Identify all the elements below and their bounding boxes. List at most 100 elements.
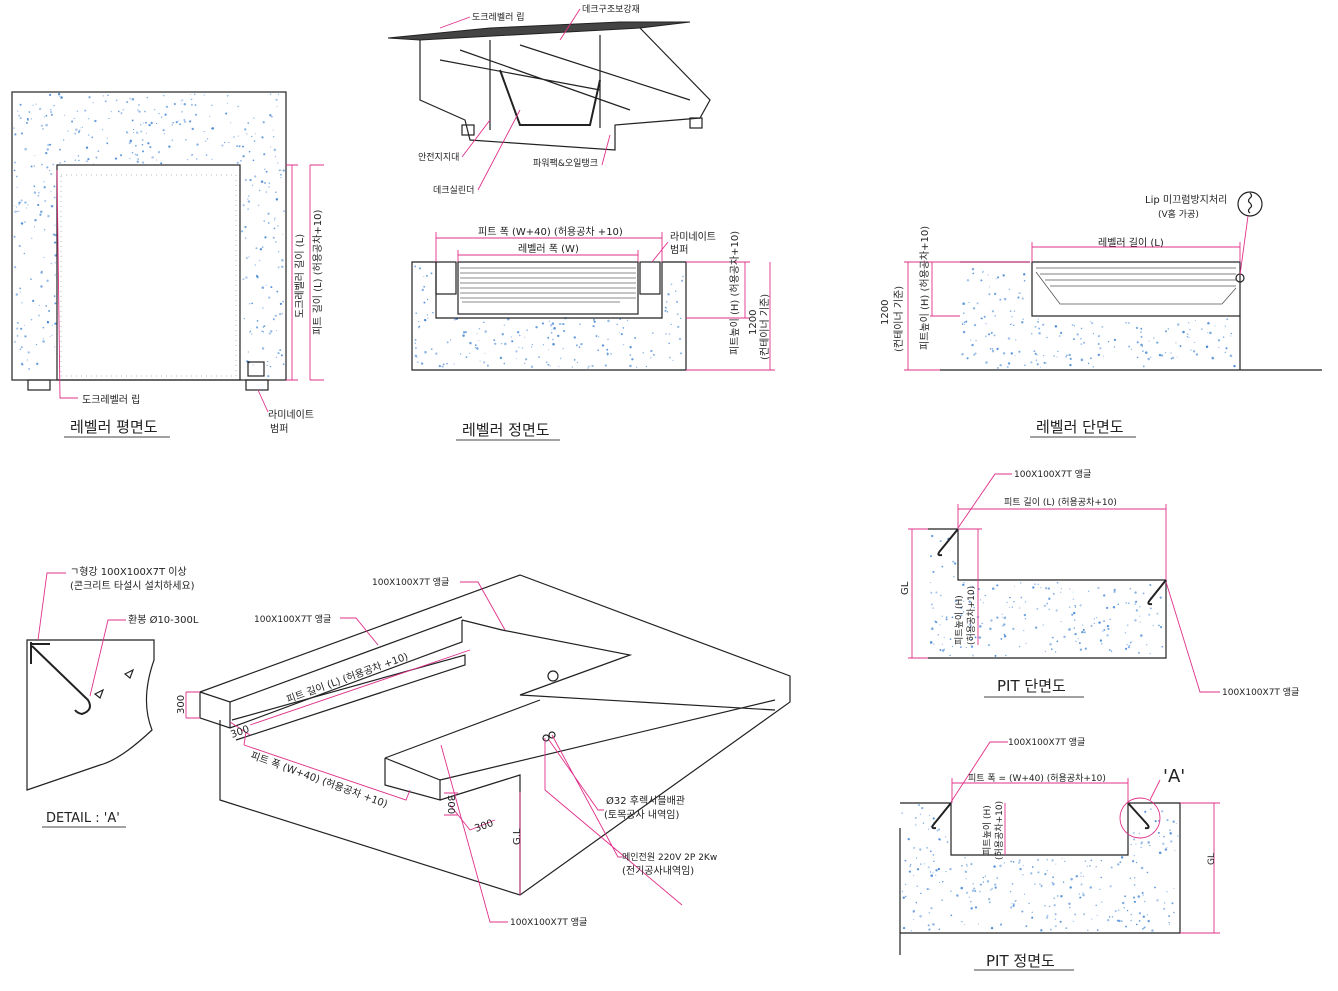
concrete-dot [562, 329, 566, 333]
concrete-dot [414, 338, 417, 341]
concrete-dot [1019, 292, 1021, 294]
concrete-dot [272, 129, 274, 131]
concrete-dot [1166, 847, 1168, 849]
concrete-dot [1024, 601, 1027, 603]
concrete-dot [81, 126, 84, 128]
concrete-dot [1065, 927, 1068, 929]
concrete-dot [963, 312, 965, 314]
concrete-dot [965, 878, 967, 880]
concrete-dot [1028, 902, 1030, 905]
concrete-dot [551, 329, 553, 331]
concrete-dot [232, 136, 235, 138]
concrete-dot [249, 303, 251, 305]
concrete-dot [535, 325, 538, 329]
concrete-dot [252, 184, 254, 186]
concrete-dot [1045, 916, 1049, 919]
power-pack-callout: 파워팩&오일탱크 [533, 158, 598, 169]
concrete-dot [269, 114, 272, 117]
concrete-dot [1189, 329, 1191, 331]
concrete-dot [32, 299, 35, 302]
concrete-dot [54, 241, 57, 244]
concrete-dot [14, 341, 16, 343]
concrete-dot [1190, 349, 1192, 351]
concrete-dot [1022, 318, 1024, 321]
concrete-dot [667, 293, 670, 296]
concrete-dot [1091, 322, 1094, 325]
concrete-dot [620, 333, 623, 336]
concrete-dot [133, 131, 135, 133]
concrete-dot [668, 333, 671, 335]
concrete-dot [1073, 338, 1075, 341]
concrete-dot [1172, 820, 1175, 823]
concrete-dot [932, 853, 935, 856]
concrete-dot [961, 864, 963, 867]
concrete-dot [1132, 831, 1135, 834]
concrete-dot [1108, 916, 1111, 918]
detail-a-title: DETAIL : 'A' [46, 811, 120, 826]
concrete-dot [419, 267, 422, 270]
concrete-dot [1011, 606, 1014, 608]
concrete-dot [1123, 906, 1126, 909]
container-height: 1200 [748, 310, 759, 335]
concrete-dot [1022, 874, 1024, 876]
concrete-dot [1074, 619, 1076, 621]
concrete-dot [263, 220, 266, 222]
concrete-dot [1159, 836, 1161, 838]
concrete-dot [1142, 365, 1145, 368]
concrete-dot [449, 339, 452, 341]
concrete-dot [1164, 330, 1168, 333]
concrete-dot [183, 119, 185, 121]
concrete-dot [19, 287, 22, 290]
concrete-dot [26, 117, 29, 120]
concrete-dot [592, 324, 595, 328]
concrete-dot [1010, 352, 1013, 355]
concrete-dot [1134, 619, 1137, 622]
concrete-dot [962, 302, 965, 305]
concrete-dot [268, 332, 271, 335]
concrete-dot [261, 246, 264, 248]
concrete-dot [1147, 919, 1150, 923]
concrete-dot [968, 896, 970, 898]
leveler-width-dim: 레벨러 폭 (W) [518, 243, 579, 255]
concrete-dot [1092, 333, 1095, 335]
concrete-dot [128, 141, 131, 145]
concrete-dot [1101, 325, 1104, 328]
leveler-body [1031, 261, 1241, 317]
concrete-dot [18, 114, 21, 117]
concrete-dot [1140, 866, 1144, 870]
concrete-dot [1107, 627, 1110, 631]
concrete-dot [101, 129, 104, 131]
concrete-dot [1073, 611, 1076, 615]
concrete-dot [985, 361, 988, 364]
concrete-dot [1120, 920, 1123, 923]
concrete-dot [1003, 633, 1006, 636]
concrete-dot [1106, 634, 1109, 637]
concrete-dot [916, 868, 920, 871]
concrete-dot [1158, 624, 1160, 627]
concrete-dot [963, 323, 966, 325]
concrete-dot [36, 362, 39, 365]
concrete-dot [62, 139, 65, 141]
concrete-dot [664, 306, 667, 309]
concrete-dot [1136, 341, 1139, 344]
concrete-dot [54, 302, 57, 305]
concrete-dot [476, 347, 479, 350]
concrete-dot [516, 331, 520, 334]
concrete-dot [1140, 327, 1143, 330]
concrete-dot [33, 226, 36, 228]
concrete-dot [252, 364, 254, 366]
concrete-dot [1060, 591, 1062, 593]
concrete-dot [73, 117, 75, 120]
concrete-dot [211, 127, 215, 130]
concrete-dot [1051, 859, 1054, 862]
concrete-dot [175, 121, 178, 124]
concrete-dot [672, 359, 674, 361]
concrete-dot [531, 346, 533, 348]
concrete-dot [138, 104, 140, 106]
concrete-dot [1020, 582, 1022, 584]
concrete-dot [1140, 335, 1143, 338]
concrete-dot [171, 124, 173, 126]
concrete-dot [194, 113, 198, 116]
concrete-dot [237, 135, 239, 137]
concrete-dot [206, 138, 209, 140]
